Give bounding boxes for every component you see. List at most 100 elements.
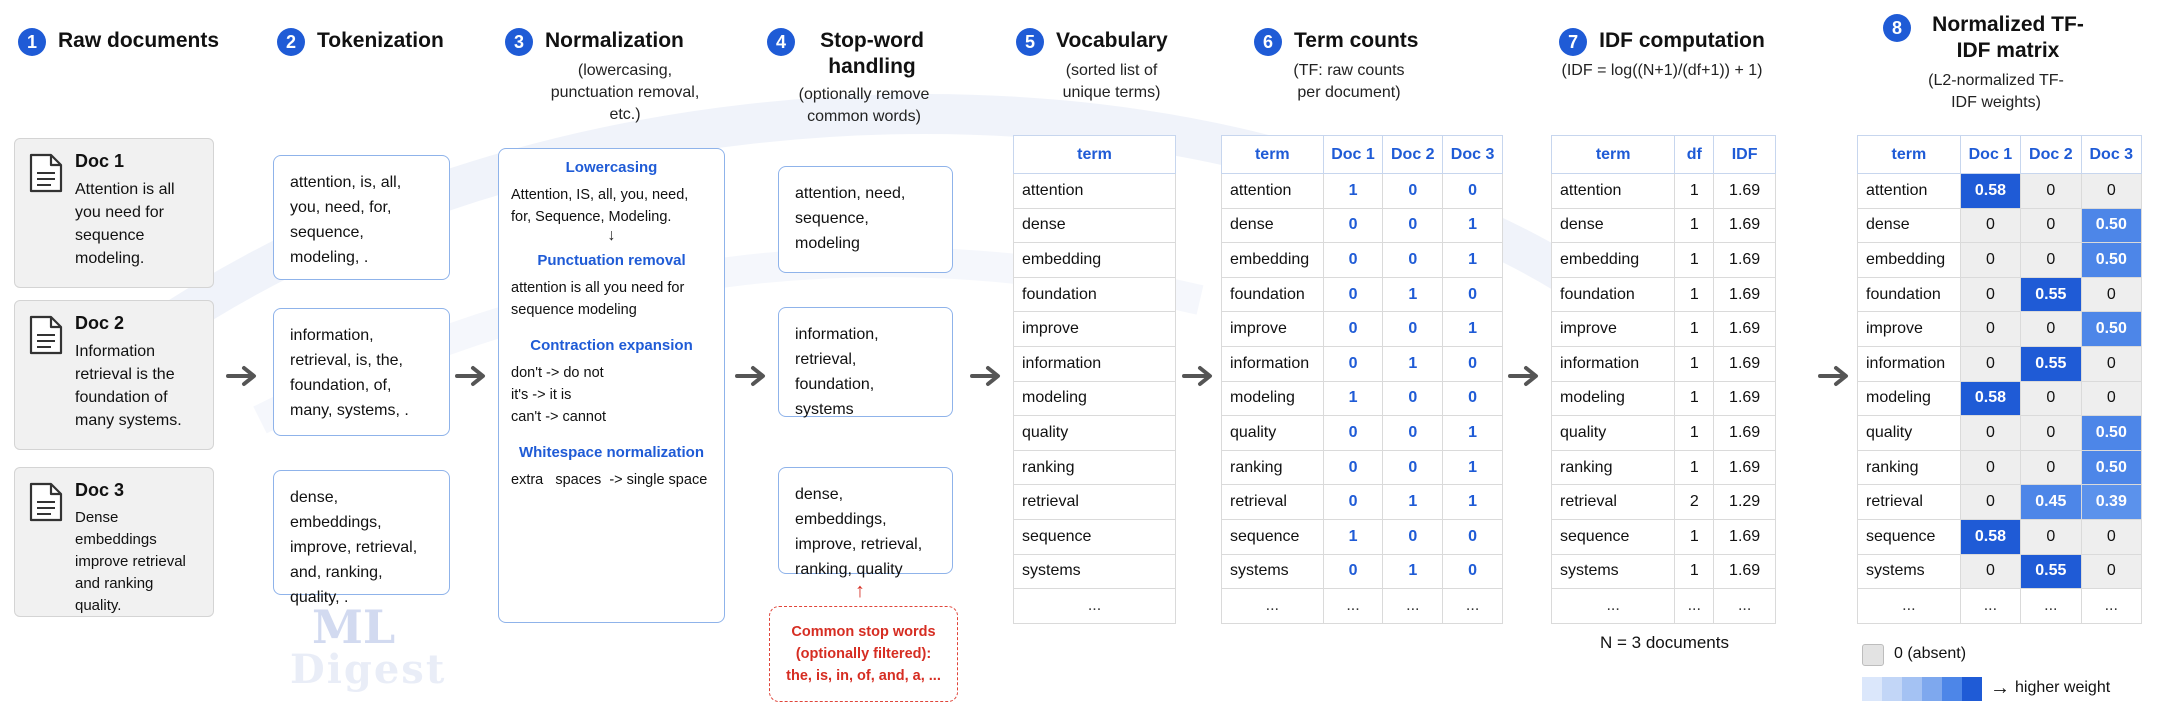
step-7-header: 7 IDF computation (IDF = log((N+1)/(df+1… — [1542, 28, 1782, 82]
ellipsis-cell: ... — [1674, 588, 1715, 624]
value-cell: 0 — [2020, 380, 2082, 417]
step-1-header: 1 Raw documents — [18, 28, 228, 56]
column-header: Doc 2 — [2020, 135, 2082, 174]
term-cell: attention — [1857, 173, 1961, 209]
value-cell: 0 — [1382, 518, 1444, 555]
value-cell: 0 — [1382, 449, 1444, 486]
lowercasing-text: Attention, IS, all, you, need, for, Sequ… — [511, 187, 689, 225]
value-cell: 2 — [1674, 484, 1715, 520]
value-cell: 0 — [1959, 449, 2022, 486]
value-cell: 1 — [1442, 484, 1503, 520]
value-cell: 0 — [1382, 173, 1444, 209]
value-cell: 0 — [1959, 345, 2022, 382]
table-row: retrieval — [1013, 484, 1176, 520]
step-badge: 5 — [1016, 28, 1044, 56]
term-cell: foundation — [1857, 276, 1961, 313]
term-cell: information — [1013, 345, 1176, 382]
table-row: information — [1013, 345, 1176, 382]
value-cell: 0 — [1322, 415, 1384, 451]
ellipsis-cell: ... — [1959, 588, 2022, 624]
flow-arrow-icon — [1182, 366, 1212, 386]
term-cell: modeling — [1857, 380, 1961, 417]
flow-arrow-icon — [1818, 366, 1848, 386]
n-documents-note: N = 3 documents — [1600, 633, 1729, 652]
ellipsis-cell: ... — [1713, 588, 1776, 624]
value-cell: 1.69 — [1713, 207, 1776, 244]
doc-name: Doc 3 — [75, 480, 125, 500]
value-cell: 0 — [2080, 518, 2143, 555]
value-cell: 0 — [1442, 518, 1503, 555]
step-title: Vocabulary — [1056, 29, 1168, 52]
document-icon — [29, 482, 63, 522]
stop-note-line: Common stop words — [791, 624, 936, 640]
doc-name: Doc 2 — [75, 313, 125, 333]
value-cell: 0.58 — [1959, 380, 2022, 417]
value-cell: 0 — [1959, 311, 2022, 347]
term-cell: systems — [1857, 553, 1961, 590]
table-row: embedding — [1013, 242, 1176, 278]
value-cell: 1 — [1382, 276, 1444, 313]
ellipsis-cell: ... — [2020, 588, 2082, 624]
table-row: ranking — [1013, 449, 1176, 486]
ellipsis-cell: ... — [1550, 588, 1676, 624]
term-cell: information — [1857, 345, 1961, 382]
stop-note-line: (optionally filtered): — [795, 646, 932, 662]
table-row: foundation — [1013, 276, 1176, 313]
ellipsis-cell: ... — [1221, 588, 1324, 624]
step-subtitle: (L2-normalized TF-IDF weights) — [1928, 72, 2064, 111]
doc-card-2: Doc 2 Information retrieval is the found… — [14, 300, 214, 450]
doc-text: Dense embeddings improve retrieval and r… — [75, 509, 186, 614]
term-cell: dense — [1013, 207, 1176, 244]
value-cell: 1 — [1382, 484, 1444, 520]
value-cell: 0.58 — [1959, 518, 2022, 555]
value-cell: 0 — [1322, 484, 1384, 520]
right-arrow-icon: → — [1990, 677, 2010, 699]
table-row: sequence — [1013, 518, 1176, 555]
value-cell: 0.55 — [2020, 276, 2082, 313]
term-cell: embedding — [1857, 242, 1961, 278]
weight-gradient-bar — [1862, 677, 1982, 701]
term-cell: modeling — [1550, 380, 1676, 417]
value-cell: 0 — [1442, 276, 1503, 313]
contraction-line: can't -> cannot — [511, 409, 607, 425]
term-cell: ranking — [1550, 449, 1676, 486]
tokens-doc-1: attention, is, all, you, need, for, sequ… — [273, 155, 450, 280]
value-cell: 1 — [1674, 311, 1715, 347]
flow-arrow-icon — [970, 366, 1000, 386]
value-cell: 0 — [2020, 449, 2082, 486]
doc-card-3: Doc 3 Dense embeddings improve retrieval… — [14, 467, 214, 617]
table-row: ............ — [1221, 588, 1503, 624]
value-cell: 0 — [2080, 345, 2143, 382]
value-cell: 0.58 — [1959, 173, 2022, 209]
term-cell: retrieval — [1013, 484, 1176, 520]
value-cell: 0.50 — [2080, 415, 2143, 451]
step-title: Normalized TF-IDF matrix — [1932, 13, 2084, 62]
value-cell: 1 — [1674, 173, 1715, 209]
term-cell: information — [1550, 345, 1676, 382]
value-cell: 0 — [2020, 518, 2082, 555]
step-badge: 8 — [1883, 14, 1911, 42]
column-header: term — [1013, 135, 1176, 174]
absent-legend-label: 0 (absent) — [1894, 645, 1967, 662]
column-header: term — [1550, 135, 1676, 174]
stopword-result-doc-1: attention, need, sequence, modeling — [778, 166, 953, 273]
ellipsis-cell: ... — [1857, 588, 1961, 624]
column-header: Doc 3 — [1442, 135, 1503, 174]
column-header: Doc 3 — [2080, 135, 2143, 174]
term-cell: quality — [1857, 415, 1961, 451]
value-cell: 0 — [2020, 311, 2082, 347]
doc-text: Attention is all you need for sequence m… — [75, 181, 175, 267]
flow-arrow-icon — [735, 366, 765, 386]
term-cell: attention — [1550, 173, 1676, 209]
value-cell: 0 — [1322, 242, 1384, 278]
